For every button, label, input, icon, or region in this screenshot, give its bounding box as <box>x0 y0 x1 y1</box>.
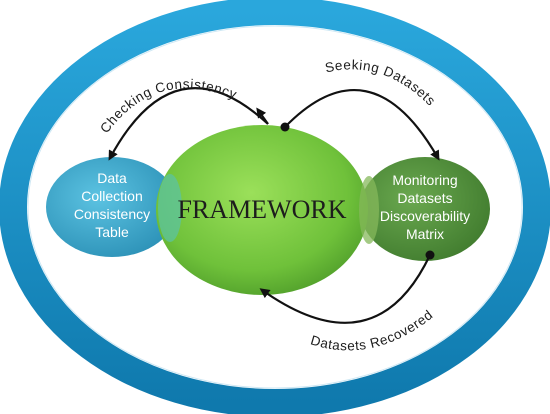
right-node-line: Discoverability <box>380 208 470 224</box>
arrow-checking-consistency <box>108 87 269 161</box>
center-label: FRAMEWORK <box>177 195 346 224</box>
right-node-line: Monitoring <box>392 172 457 188</box>
left-node-line: Data <box>97 170 127 186</box>
left-node-line: Collection <box>81 188 142 204</box>
center-node-framework <box>156 125 368 295</box>
left-node-data-collection <box>46 157 178 257</box>
left-overlap <box>158 174 182 242</box>
left-node-line: Table <box>95 224 129 240</box>
arrow-checking-consistency-head <box>256 107 269 125</box>
right-node-label: Monitoring Datasets Discoverability Matr… <box>380 172 470 242</box>
right-node-line: Datasets <box>397 190 452 206</box>
left-node-label: Data Collection Consistency Table <box>74 170 150 240</box>
left-node-line: Consistency <box>74 206 150 222</box>
arrow-seeking-datasets <box>284 89 440 161</box>
arrow-datasets-recovered <box>259 254 431 324</box>
right-node-monitoring <box>360 157 490 261</box>
right-overlap <box>359 176 379 244</box>
right-node-line: Matrix <box>406 226 444 242</box>
